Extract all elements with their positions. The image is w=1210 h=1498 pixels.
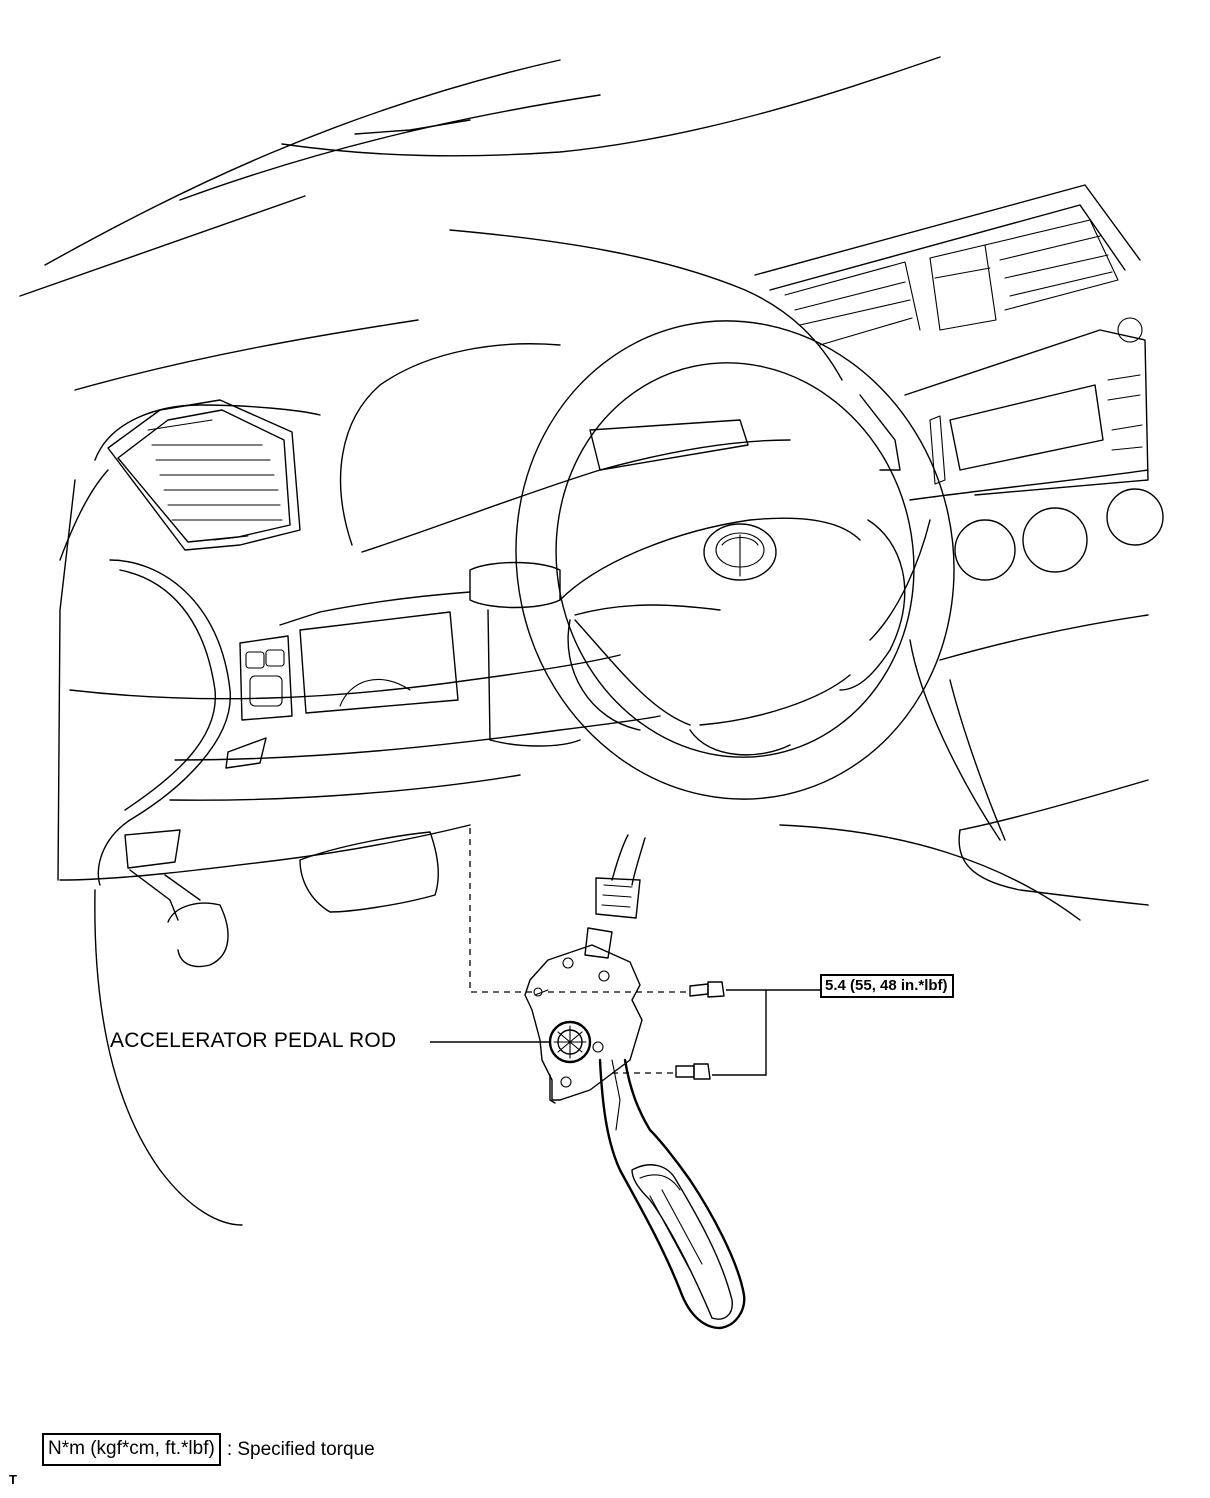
dashboard-outline [57,229,843,1226]
torque-leader-lines [430,989,822,1076]
brake-pedal [124,829,439,968]
mounting-bolts [675,981,725,1080]
accelerator-pedal-rod-label: ACCELERATOR PEDAL ROD [110,1029,397,1052]
wiring-connector [595,834,646,919]
steering-wheel [469,320,955,800]
left-air-vent [107,399,301,551]
left-switch-panel [225,611,459,769]
torque-legend-description: : Specified torque [226,1438,375,1460]
center-stack [754,184,1164,921]
accelerator-pedal-assembly [524,927,746,1330]
torque-unit-box: N*m (kgf*cm, ft.*lbf) [42,1433,221,1466]
torque-legend: N*m (kgf*cm, ft.*lbf) : Specified torque [42,1433,375,1466]
windshield-lines [19,56,941,391]
figure-corner-tag: T [9,1472,17,1487]
alignment-lines [469,828,690,1074]
torque-value-callout: 5.4 (55, 48 in.*lbf) [820,974,954,998]
